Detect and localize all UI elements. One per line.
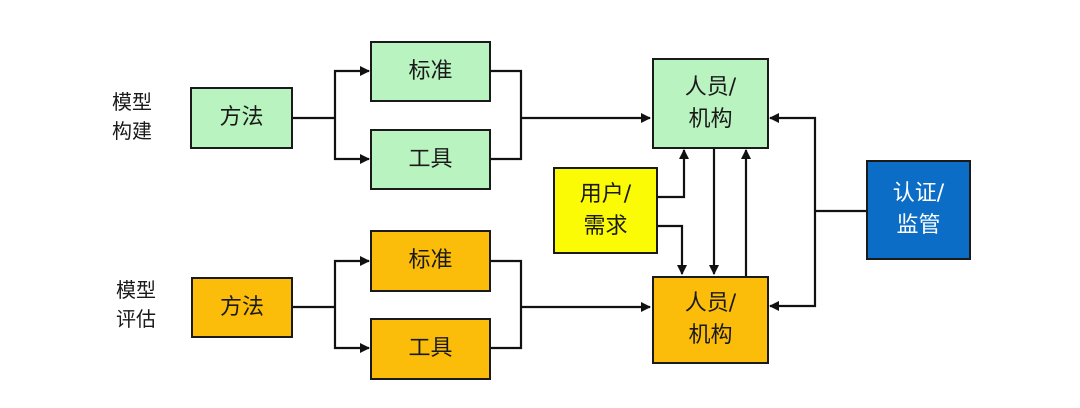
edge-eval-method-standard	[333, 256, 370, 307]
build-tool-box: 工具	[370, 129, 491, 190]
user-demand-text: 用户/ 需求	[579, 181, 632, 239]
build-standard-text: 标准	[408, 58, 453, 84]
edge-cert-build-org	[769, 113, 817, 211]
edge-build-method-tool	[333, 118, 370, 164]
eval-standard-box: 标准	[370, 230, 491, 292]
build-tool-text: 工具	[408, 146, 453, 172]
edge-eval-method-tool	[333, 307, 370, 353]
label-model-build: 模型 构建	[112, 88, 152, 146]
eval-org-box: 人员/ 机构	[652, 276, 769, 364]
edge-cert-eval-org	[769, 211, 817, 311]
edge-build-standard-merge	[490, 69, 523, 161]
eval-method-box: 方法	[191, 277, 293, 338]
eval-method-text: 方法	[219, 294, 264, 320]
edge-user-eval-org	[657, 224, 687, 275]
label-model-eval: 模型 评估	[116, 276, 156, 334]
edge-build-method-standard	[333, 66, 370, 118]
eval-org-text: 人员/ 机构	[684, 291, 737, 348]
user-demand-box: 用户/ 需求	[553, 167, 658, 254]
build-org-text: 人员/ 机构	[684, 74, 737, 132]
build-org-box: 人员/ 机构	[652, 58, 769, 149]
eval-standard-text: 标准	[408, 248, 453, 274]
build-method-box: 方法	[190, 87, 293, 149]
label-model-build-text: 模型 构建	[112, 90, 152, 143]
eval-tool-text: 工具	[408, 336, 453, 362]
build-standard-box: 标准	[370, 41, 491, 102]
certification-text: 认证/ 监管	[892, 181, 945, 238]
build-method-text: 方法	[219, 105, 264, 131]
edge-eval-standard-merge	[490, 259, 523, 350]
label-model-eval-text: 模型 评估	[116, 278, 156, 331]
edge-user-build-org	[657, 149, 689, 199]
eval-tool-box: 工具	[370, 318, 491, 380]
certification-box: 认证/ 监管	[866, 160, 971, 260]
